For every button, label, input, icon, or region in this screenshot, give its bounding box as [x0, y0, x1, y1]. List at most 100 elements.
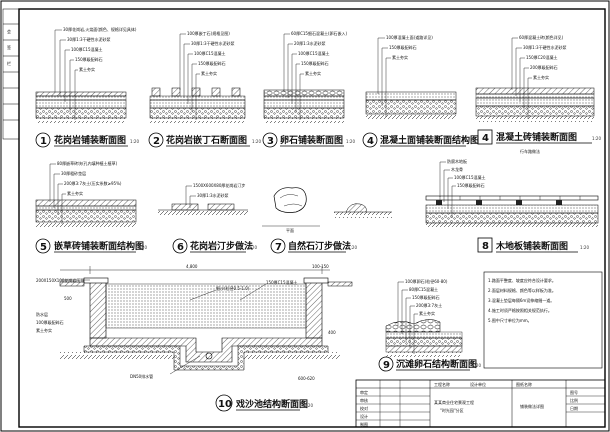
- svg-text:1:20: 1:20: [580, 245, 589, 250]
- note-3: 3.混凝土垫层每隔6m设伸缩缝一道。: [488, 297, 554, 303]
- title-s4b: 4 混凝土砖铺装断面图 1:20 行车路做法: [477, 129, 601, 154]
- title-block: [355, 379, 606, 428]
- s5-callout-1: 80厚嵌草砖块(孔内填种植土植草): [57, 160, 118, 166]
- svg-text:2: 2: [153, 136, 160, 147]
- tb-right-2: 比例: [570, 397, 578, 403]
- s10-callout-1: 200X150X100花岗岩压顶: [36, 277, 84, 283]
- s6-callout-1: 1500X600X80厚花岗岩汀步: [193, 182, 245, 188]
- tb-row-2: 审核: [360, 397, 368, 403]
- svg-text:自然石汀步做法: 自然石汀步做法: [288, 240, 351, 252]
- svg-text:9: 9: [383, 360, 390, 371]
- s4a-callout-2: 150厚级配碎石: [389, 44, 417, 50]
- s10-dim-overflow: 100-150: [312, 264, 329, 269]
- s9-callout-3: 150厚级配碎石: [412, 294, 440, 300]
- s3-callout-2: 20厚1:3水泥砂浆: [294, 40, 326, 46]
- s9-callout-2: 80厚C15混凝土: [409, 286, 438, 292]
- svg-text:1:20: 1:20: [346, 139, 355, 144]
- s10-dim-bottom: 600-620: [298, 376, 315, 381]
- svg-text:行车路做法: 行车路做法: [520, 148, 540, 154]
- s10-dim-depth: 400: [328, 330, 336, 335]
- s1-callout-5: 素土夯实: [79, 66, 95, 72]
- svg-text:混凝土面铺装断面结构图: 混凝土面铺装断面结构图: [380, 134, 479, 146]
- s4b-callout-4: 200厚级配碎石: [530, 64, 558, 70]
- s1-callout-1: 30厚花岗岩,火烧面(颜色、规格详见具体): [63, 26, 137, 32]
- svg-text:6: 6: [177, 242, 184, 253]
- section-1-layers: [35, 29, 127, 123]
- svg-text:花岗岩铺装断面图: 花岗岩铺装断面图: [54, 134, 126, 146]
- svg-text:1:20: 1:20: [304, 403, 313, 408]
- note-4: 4.施工时须严格按照相关规范执行。: [488, 307, 552, 313]
- s10-callout-3: 150厚C15混凝土: [266, 279, 298, 285]
- s4b-callout-2: 30厚1:3干硬性水泥砂浆: [523, 44, 567, 50]
- section-3-layers: [263, 33, 345, 123]
- s10-callout-5: 100厚级配碎石: [36, 319, 64, 325]
- note-5: 5.图中尺寸单位为mm。: [488, 317, 532, 323]
- margin-label-2: 签: [7, 44, 11, 50]
- svg-text:5: 5: [40, 242, 47, 253]
- s5-callout-3: 200厚3:7灰土(压实系数≥95%): [64, 180, 122, 186]
- svg-text:4: 4: [367, 136, 374, 147]
- svg-text:混凝土砖铺装断面图: 混凝土砖铺装断面图: [496, 131, 577, 143]
- svg-text:戏沙池结构断面图: 戏沙池结构断面图: [235, 398, 308, 410]
- s4a-callout-1: 100厚混凝土面(道路详见): [386, 34, 433, 40]
- s3-callout-4: 150厚级配碎石: [301, 60, 329, 66]
- svg-text:7: 7: [275, 242, 282, 253]
- s10-dim-left: 500: [64, 296, 72, 301]
- svg-text:1:20: 1:20: [252, 139, 261, 144]
- svg-text:木地板铺装断面图: 木地板铺装断面图: [495, 240, 568, 252]
- tb-row-3: 校对: [360, 405, 368, 411]
- svg-text:4: 4: [482, 133, 489, 144]
- s2-callout-4: 150厚级配碎石: [198, 60, 226, 66]
- tb-drawing-label: 图纸名称: [516, 381, 532, 387]
- title-s6: 6 花岗岩汀步做法 1:20: [172, 238, 257, 254]
- s2-callout-1: 100厚嵌丁石(规格见图): [187, 30, 230, 36]
- section-4a-layers: [365, 37, 457, 120]
- section-4b-layers: [475, 37, 595, 122]
- svg-text:1:20: 1:20: [592, 136, 601, 141]
- s2-callout-5: 素土夯实: [201, 70, 217, 76]
- s2-callout-3: 100厚C15混凝土: [194, 50, 226, 56]
- notes-box: [483, 271, 603, 369]
- s9-callout-4: 200厚3:7灰土: [416, 302, 442, 308]
- tb-project: 某某商业住宅景观工程: [434, 399, 474, 405]
- s1-callout-2: 30厚1:3干硬性水泥砂浆: [67, 36, 111, 42]
- svg-text:1:20: 1:20: [248, 245, 257, 250]
- title-s10: 10 戏沙池结构断面图 1:20: [215, 394, 313, 412]
- svg-text:嵌草砖铺装断面结构图: 嵌草砖铺装断面结构图: [54, 240, 144, 252]
- section-5-layers: [35, 163, 137, 227]
- s10-callout-7: DN50排水管: [130, 373, 153, 379]
- s4b-callout-5: 素土夯实: [533, 74, 549, 80]
- s8-callout-4: 150厚级配碎石: [457, 182, 485, 188]
- s1-callout-4: 150厚级配碎石: [75, 56, 103, 62]
- inner-frame: [18, 8, 606, 428]
- title-s7: 7 自然石汀步做法 1:20: [270, 238, 357, 254]
- svg-text:1:20: 1:20: [138, 245, 147, 250]
- tb-drawing: 铺装做法详图: [520, 403, 544, 409]
- title-s3: 3 卵石铺装断面图 1:20: [262, 132, 355, 148]
- tb-subproject: "时光园"分区: [440, 407, 464, 413]
- section-2-layers: [149, 33, 246, 123]
- note-2: 2.面层材料规格、颜色等以样板为准。: [488, 287, 556, 293]
- svg-text:10: 10: [218, 399, 232, 410]
- svg-text:1:20: 1:20: [472, 363, 481, 368]
- title-s1: 1 花岗岩铺装断面图 1:20: [35, 132, 139, 148]
- svg-text:8: 8: [482, 241, 489, 252]
- margin-label-1: 会: [7, 28, 11, 34]
- svg-text:卵石铺装断面图: 卵石铺装断面图: [280, 134, 343, 146]
- s8-callout-3: 100厚C15混凝土: [454, 174, 486, 180]
- tb-row-4: 设计: [360, 413, 368, 419]
- title-s2: 2 花岗岩嵌丁石断面图 1:20: [148, 132, 261, 148]
- s10-dim-top: 4,800: [186, 264, 198, 269]
- s9-callout-1: 100厚卵石(粒径60-80): [405, 278, 448, 284]
- note-1: 1.路面平整度、坡度应符合设计要求。: [488, 277, 556, 283]
- section-8-layers: [425, 161, 599, 229]
- tb-project-label: 工程名称: [434, 381, 450, 387]
- tb-row-1: 审定: [360, 389, 368, 395]
- svg-text:花岗岩汀步做法: 花岗岩汀步做法: [190, 240, 253, 252]
- section-7-drawing: 平面: [262, 187, 392, 233]
- title-s5: 5 嵌草砖铺装断面结构图 1:20: [35, 238, 147, 254]
- s1-callout-3: 100厚C15混凝土: [71, 46, 103, 52]
- s10-callout-2: 细沙(粒径0.5-1.0): [216, 285, 250, 291]
